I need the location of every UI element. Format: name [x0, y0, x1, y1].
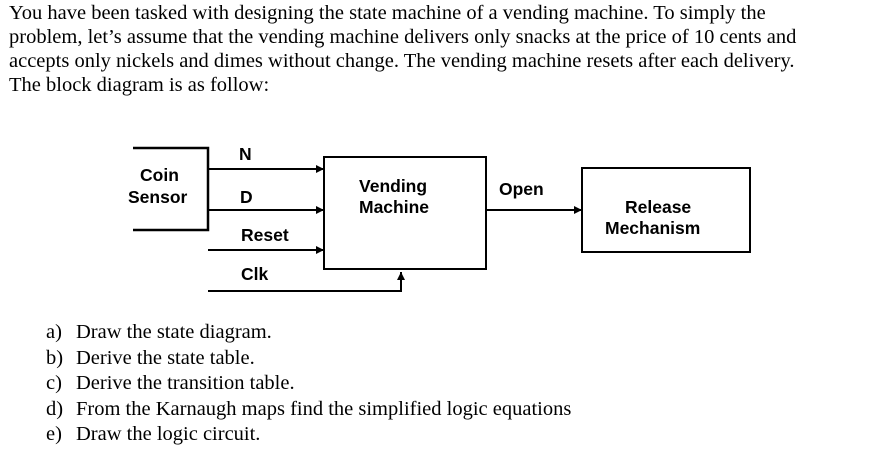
vending-machine-block [323, 156, 487, 270]
question-text: From the Karnaugh maps find the simplifi… [76, 397, 572, 420]
release-mechanism-block [581, 167, 751, 253]
n-signal-label: N [239, 144, 252, 164]
release-mechanism-label-line2: Mechanism [605, 218, 700, 238]
question-text: Derive the transition table. [76, 372, 295, 394]
question-letter: e) [46, 423, 62, 445]
intro-line: accepts only nickels and dimes without c… [9, 50, 795, 72]
question-text: Draw the state diagram. [76, 321, 272, 343]
question-item: b) Derive the state table. [46, 346, 571, 372]
question-letter: a) [46, 321, 62, 343]
vending-machine-label-line2: Machine [359, 197, 429, 217]
question-letter: c) [46, 372, 62, 394]
question-item: a) Draw the state diagram. [46, 320, 571, 346]
open-signal-label: Open [499, 179, 544, 199]
coin-sensor-block [133, 146, 210, 232]
clk-signal-label: Clk [241, 264, 269, 284]
reset-signal-label: Reset [241, 225, 289, 245]
question-item: d) From the Karnaugh maps find the simpli… [46, 397, 571, 423]
question-text: Derive the state table. [76, 346, 255, 369]
coin-sensor-label-line2: Sensor [128, 187, 188, 207]
d-signal-label: D [240, 187, 253, 207]
intro-line: The block diagram is as follow: [9, 74, 270, 96]
question-letter: d) [46, 397, 64, 420]
intro-line: You have been tasked with designing the … [9, 2, 766, 24]
question-list: a) Draw the state diagram. b) Derive the s… [46, 320, 571, 448]
problem-statement: You have been tasked with designing the … [9, 1, 881, 97]
clk-signal-line [208, 272, 405, 292]
intro-line: problem, let’s assume that the vending m… [9, 26, 797, 48]
coin-sensor-label-line1: Coin [140, 165, 179, 185]
question-item: c) Derive the transition table. [46, 371, 571, 397]
release-mechanism-label-line1: Release [625, 197, 691, 217]
question-text: Draw the logic circuit. [76, 423, 261, 445]
question-letter: b) [46, 346, 64, 369]
question-item: e) Draw the logic circuit. [46, 422, 571, 448]
vending-machine-label-line1: Vending [359, 176, 427, 196]
